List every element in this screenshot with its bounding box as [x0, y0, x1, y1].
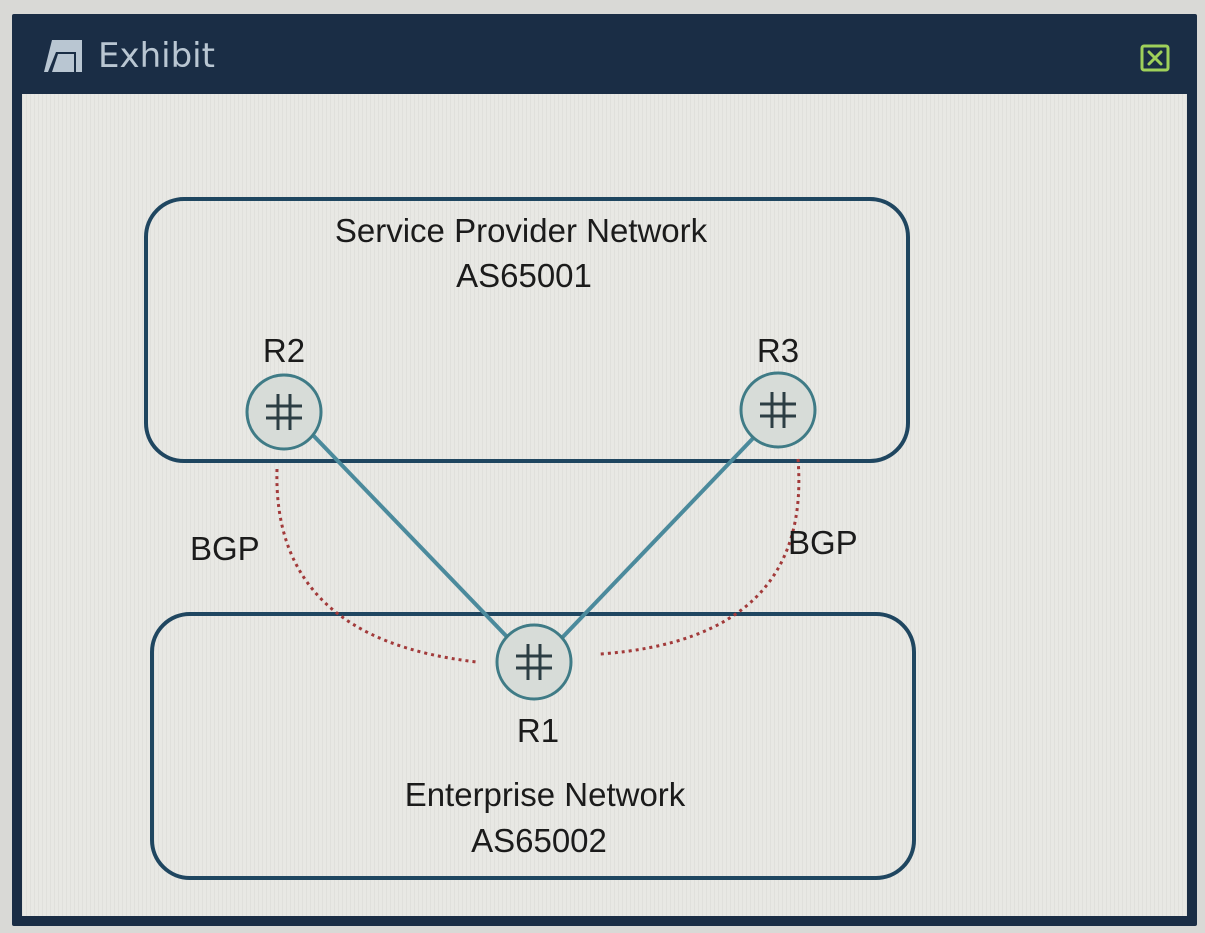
- enterprise-network-asn: AS65002: [471, 822, 607, 859]
- router-r2-label: R2: [263, 332, 305, 369]
- bgp-session-left: [275, 468, 478, 664]
- router-r1-label: R1: [517, 712, 559, 749]
- exhibit-icon: [44, 40, 82, 72]
- router-r1[interactable]: [495, 623, 573, 701]
- router-icon: [245, 373, 323, 451]
- provider-network-asn: AS65001: [456, 257, 592, 294]
- router-r3[interactable]: [739, 371, 817, 449]
- window-title: Exhibit: [98, 36, 215, 76]
- bgp-session-right: [599, 458, 801, 656]
- link-r2-r1: [307, 429, 514, 644]
- enterprise-network-name: Enterprise Network: [405, 776, 686, 813]
- router-r2[interactable]: [245, 373, 323, 451]
- enterprise-network-box: [150, 612, 916, 880]
- router-arrows: [266, 394, 302, 430]
- router-icon: [739, 371, 817, 449]
- link-r3-r1: [556, 429, 762, 644]
- router-icon: [495, 623, 573, 701]
- router-r3-label: R3: [757, 332, 799, 369]
- bgp-label-right: BGP: [788, 524, 858, 561]
- service-provider-network-box: [144, 197, 910, 463]
- router-arrows: [760, 392, 796, 428]
- provider-network-name: Service Provider Network: [335, 212, 708, 249]
- exhibit-window: Exhibit: [12, 14, 1197, 926]
- exhibit-content: Service Provider Network AS65001 R2 R3 B…: [22, 94, 1187, 916]
- close-icon[interactable]: [1140, 44, 1170, 72]
- bgp-label-left: BGP: [190, 530, 260, 567]
- router-arrows: [516, 644, 552, 680]
- network-diagram: Service Provider Network AS65001 R2 R3 B…: [144, 197, 916, 880]
- title-bar[interactable]: Exhibit: [12, 14, 1197, 94]
